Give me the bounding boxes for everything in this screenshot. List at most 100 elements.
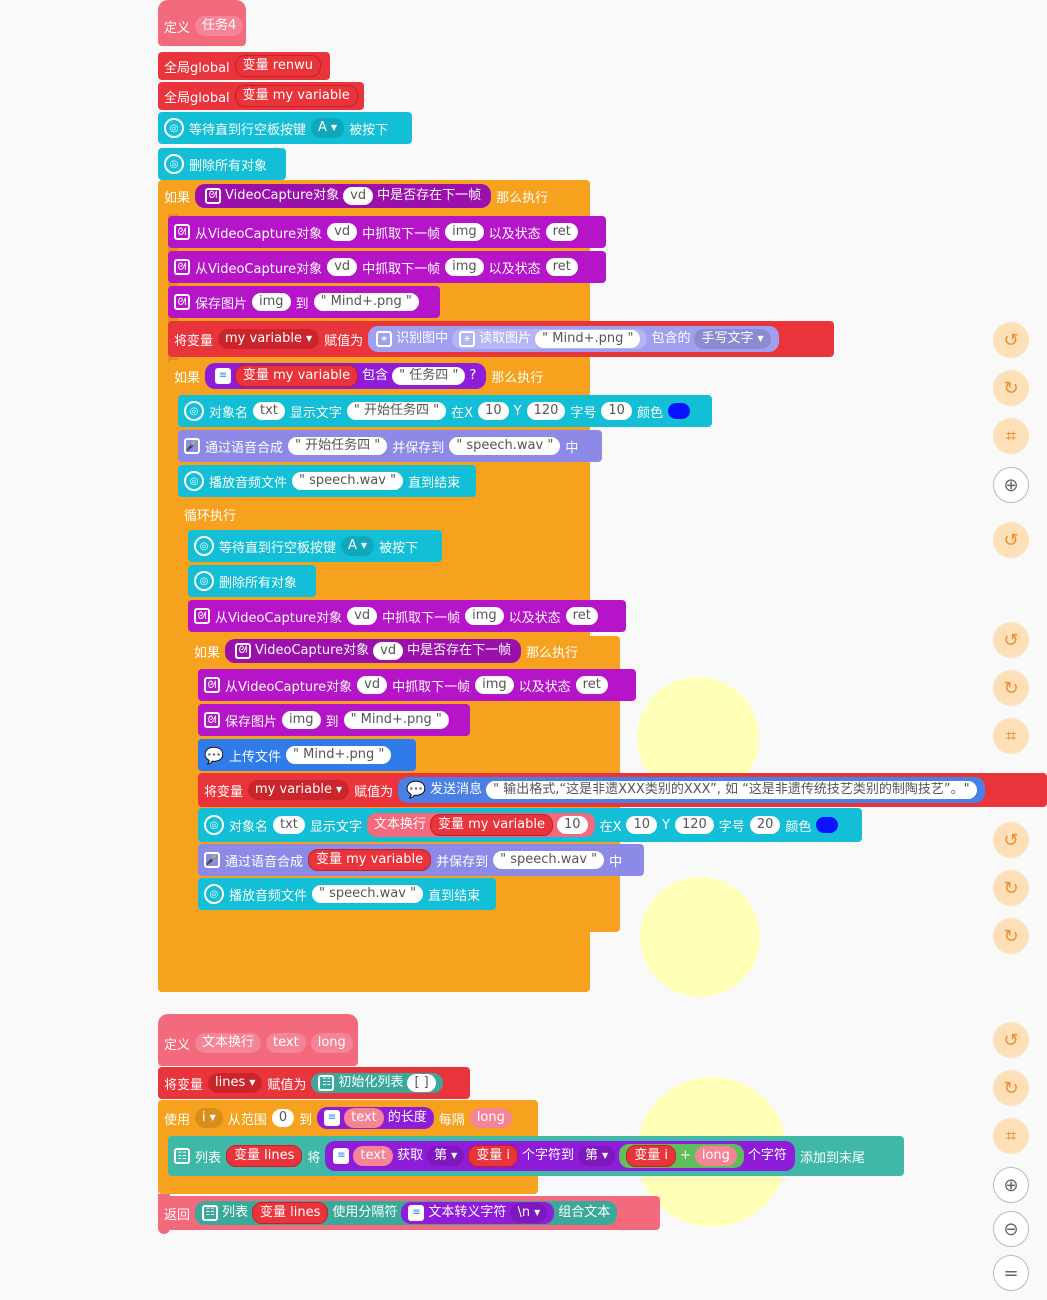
grab-frame-block[interactable]: ᘛ 从VideoCapture对象 vd 中抓取下一帧 img 以及状态 ret [168,251,606,283]
reset-icon[interactable]: = [993,1255,1029,1291]
delete-objects-block[interactable]: ◎ 删除所有对象 [188,565,316,597]
obj-name-slot[interactable]: txt [273,816,305,834]
start-slot[interactable]: 0 [271,1109,295,1127]
filename-slot[interactable]: " Mind+.png " [286,746,392,764]
play-audio-block[interactable]: ◎ 播放音频文件 " speech.wav " 直到结束 [178,465,476,497]
ocr-block[interactable]: ⚹ 识别图中 ⚹ 读取图片 " Mind+.png " 包含的 手写文字▼ [368,326,779,352]
return-block[interactable]: 返回 ☷ 列表 变量 lines 使用分隔符 ≡ 文本转义字符 \n▼ 组合文本 [158,1196,660,1230]
read-image-block[interactable]: ⚹ 读取图片 " Mind+.png " [452,329,648,349]
filename-slot[interactable]: " speech.wav " [312,885,424,903]
param-chip[interactable]: text [344,1108,384,1128]
show-text-block[interactable]: ◎ 对象名 txt 显示文字 文本换行 变量 my variable 10 在X… [198,808,862,842]
ret-slot[interactable]: ret [565,607,598,625]
param-chip[interactable]: text [353,1146,394,1166]
index-dropdown[interactable]: 第▼ [427,1146,465,1166]
show-text-block[interactable]: ◎ 对象名 txt 显示文字 " 开始任务四 " 在X 10 Y 120 字号 … [178,395,712,427]
y-slot[interactable]: 120 [674,816,714,834]
font-size-slot[interactable]: 20 [749,816,781,834]
tts-block[interactable]: 🎤 通过语音合成 变量 my variable 并保存到 " speech.wa… [198,844,644,876]
filename-slot[interactable]: " Mind+.png " [535,330,641,348]
condition-block[interactable]: ᘛ VideoCapture对象 vd 中是否存在下一帧 [195,184,492,208]
obj-name-slot[interactable]: txt [253,402,285,420]
param-chip[interactable]: text [266,1033,306,1053]
variable-chip[interactable]: 变量 i [626,1145,676,1167]
crop-icon[interactable]: ⌗ [993,418,1029,454]
variable-dropdown[interactable]: my variable▼ [248,780,350,800]
ret-slot[interactable]: ret [575,676,608,694]
wait-button-block[interactable]: ◎ 等待直到行空板按键 A▼ 被按下 [158,112,412,144]
global-var-block[interactable]: 全局global 变量 my variable [158,82,364,110]
undo-icon[interactable]: ↺ [993,622,1029,658]
escape-char-block[interactable]: ≡ 文本转义字符 \n▼ [401,1202,555,1224]
crop-icon[interactable]: ⌗ [993,718,1029,754]
key-dropdown[interactable]: A▼ [311,118,345,138]
join-list-block[interactable]: ☷ 列表 变量 lines 使用分隔符 ≡ 文本转义字符 \n▼ 组合文本 [195,1201,618,1225]
grab-frame-block[interactable]: ᘛ 从VideoCapture对象 vd 中抓取下一帧 img 以及状态 ret [198,669,636,701]
filename-slot[interactable]: " speech.wav " [493,851,605,869]
escape-dropdown[interactable]: \n▼ [510,1203,548,1223]
img-slot[interactable]: img [282,711,321,729]
zoom-out-icon[interactable]: ⊖ [993,1211,1029,1247]
zoom-in-icon[interactable]: ⊕ [993,1167,1029,1203]
assign-variable-block[interactable]: 将变量 my variable▼ 赋值为 ⚹ 识别图中 ⚹ 读取图片 " Min… [168,321,834,357]
ret-slot[interactable]: ret [545,223,578,241]
assign-variable-block[interactable]: 将变量 my variable▼ 赋值为 💬 发送消息 " 输出格式,“这是非遗… [198,773,1047,807]
wait-button-block[interactable]: ◎ 等待直到行空板按键 A▼ 被按下 [188,530,442,562]
vd-slot[interactable]: vd [373,642,404,660]
list-slot[interactable]: [ ] [407,1074,436,1092]
variable-dropdown[interactable]: my variable▼ [218,329,320,349]
variable-dropdown[interactable]: lines▼ [208,1073,263,1093]
x-slot[interactable]: 10 [626,816,658,834]
redo-icon[interactable]: ↻ [993,370,1029,406]
loop-var-dropdown[interactable]: i▼ [195,1108,223,1128]
img-slot[interactable]: img [445,258,484,276]
variable-chip[interactable]: 变量 lines [226,1145,303,1167]
vd-slot[interactable]: vd [347,607,378,625]
index-dropdown[interactable]: 第▼ [578,1146,616,1166]
img-slot[interactable]: img [465,607,504,625]
number-slot[interactable]: 10 [557,816,588,834]
string-slot[interactable]: " 开始任务四 " [288,437,388,455]
redo-icon[interactable]: ↻ [993,870,1029,906]
variable-chip[interactable]: 变量 i [468,1145,519,1167]
undo-icon[interactable]: ↺ [993,522,1029,558]
wrap-text-call[interactable]: 文本换行 变量 my variable 10 [366,813,595,837]
undo-icon[interactable]: ↺ [993,822,1029,858]
define-hat-block[interactable]: 定义 任务4 [158,0,246,46]
string-slot[interactable]: " 任务四 " [392,367,466,385]
save-image-block[interactable]: ᘛ 保存图片 img 到 " Mind+.png " [168,286,440,318]
ocr-type-dropdown[interactable]: 手写文字▼ [694,329,771,349]
param-chip[interactable]: long [469,1108,512,1128]
undo-icon[interactable]: ↺ [993,322,1029,358]
grab-frame-block[interactable]: ᘛ 从VideoCapture对象 vd 中抓取下一帧 img 以及状态 ret [168,216,606,248]
init-list-block[interactable]: ☷ 初始化列表 [ ] [311,1073,443,1093]
x-slot[interactable]: 10 [478,402,509,420]
list-append-block[interactable]: ☷ 列表 变量 lines 将 ≡ text 获取 第▼ 变量 i 个字符到 第… [168,1136,904,1176]
key-dropdown[interactable]: A▼ [341,536,375,556]
ret-slot[interactable]: ret [545,258,578,276]
filename-slot[interactable]: " Mind+.png " [343,711,449,729]
string-slot[interactable]: " 开始任务四 " [346,402,447,420]
condition-block[interactable]: ᘛ VideoCapture对象 vd 中是否存在下一帧 [225,639,522,663]
color-swatch[interactable] [816,817,839,833]
filename-slot[interactable]: " Mind+.png " [313,293,419,311]
message-slot[interactable]: " 输出格式,“这是非遗XXX类别的XXX”, 如 “这是非遗传统技艺类别的制陶… [486,781,977,799]
variable-chip[interactable]: 变量 my variable [429,814,554,836]
redo-icon[interactable]: ↻ [993,1070,1029,1106]
vd-slot[interactable]: vd [357,676,388,694]
font-size-slot[interactable]: 10 [601,402,632,420]
variable-chip[interactable]: 变量 my variable [308,849,432,871]
upload-file-block[interactable]: 💬 上传文件 " Mind+.png " [198,739,416,771]
variable-chip[interactable]: 变量 my variable [234,85,358,107]
variable-chip[interactable]: 变量 my variable [235,365,359,387]
assign-variable-block[interactable]: 将变量 lines▼ 赋值为 ☷ 初始化列表 [ ] [158,1067,470,1099]
play-audio-block[interactable]: ◎ 播放音频文件 " speech.wav " 直到结束 [198,878,496,910]
define-hat-block[interactable]: 定义 文本换行 text long [158,1014,358,1066]
vd-slot[interactable]: vd [343,187,374,205]
save-image-block[interactable]: ᘛ 保存图片 img 到 " Mind+.png " [198,704,470,736]
global-var-block[interactable]: 全局global 变量 renwu [158,52,330,80]
tts-block[interactable]: 🎤 通过语音合成 " 开始任务四 " 并保存到 " speech.wav " 中 [178,430,602,462]
param-chip[interactable]: long [310,1033,353,1053]
undo-icon[interactable]: ↺ [993,1022,1029,1058]
grab-frame-block[interactable]: ᘛ 从VideoCapture对象 vd 中抓取下一帧 img 以及状态 ret [188,600,626,632]
